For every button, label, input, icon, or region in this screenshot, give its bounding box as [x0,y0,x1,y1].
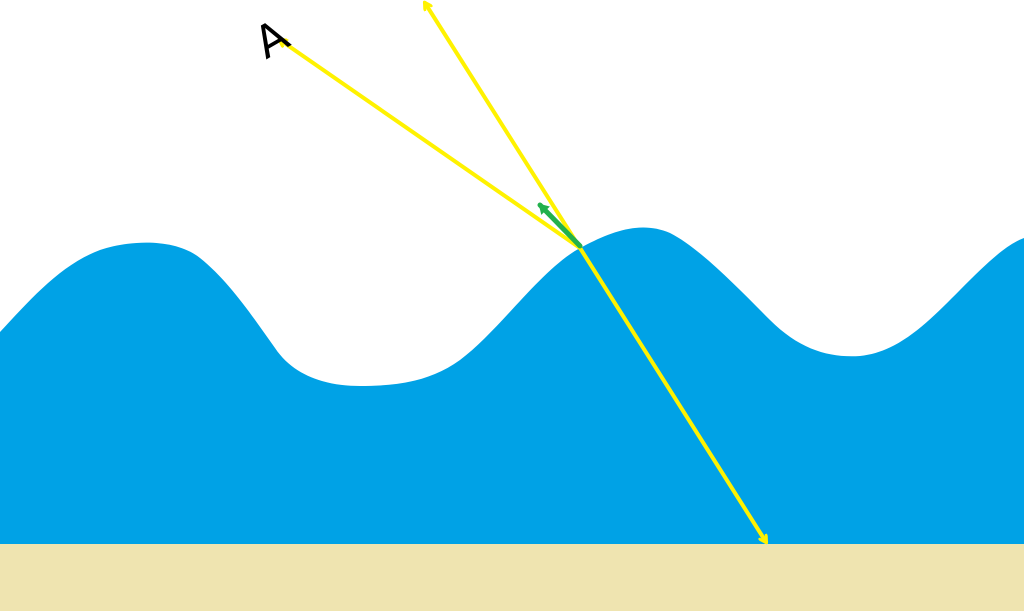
sand-floor [0,544,1024,611]
ray-upward [425,3,582,250]
ray-to-label-a [280,40,582,250]
water-body [0,227,1024,546]
ray-into-water [578,246,766,542]
surface-normal-arrow [537,202,583,249]
